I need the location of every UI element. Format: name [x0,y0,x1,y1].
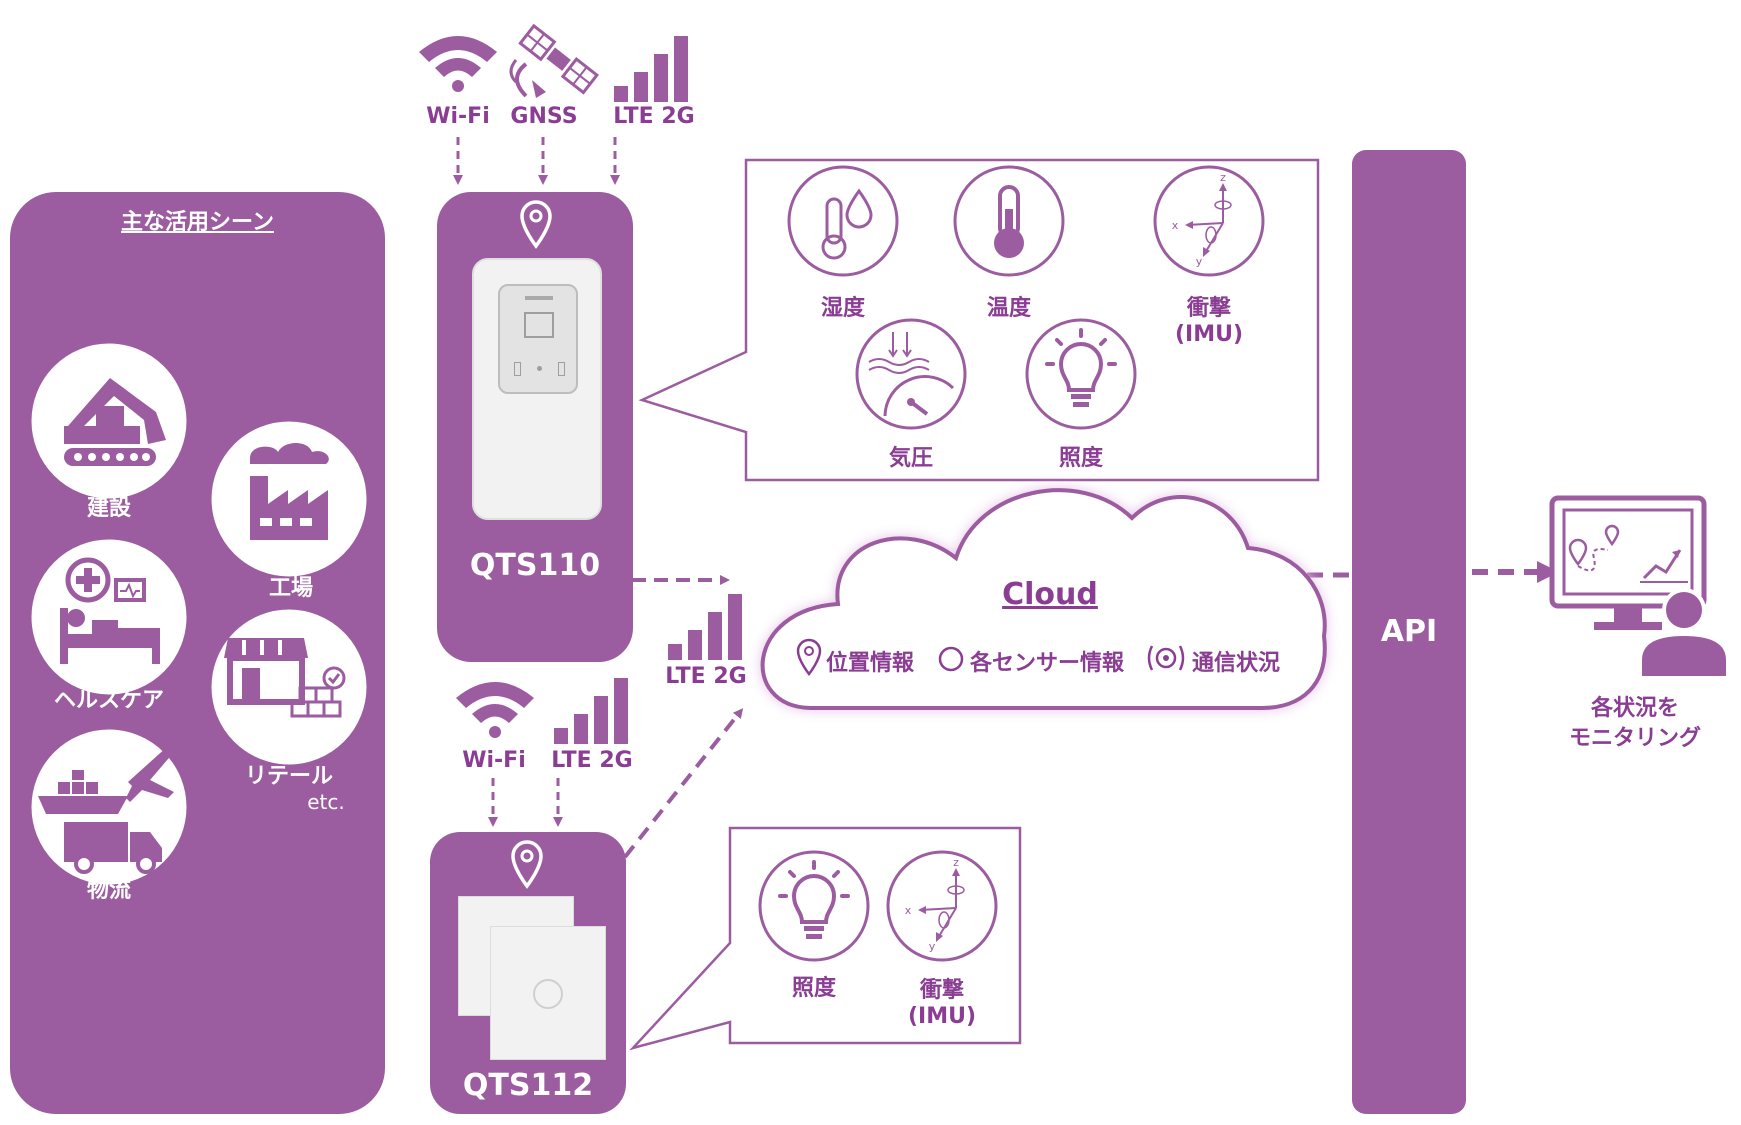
cloud-location-text: 位置情報 [826,651,915,676]
scene-construction-label: 建設 [86,496,131,521]
svg-text:x: x [905,904,912,917]
qts112-shock-sub-label: (IMU) [907,1004,977,1029]
location-pin-icon [520,200,552,249]
svg-text:z: z [953,856,959,869]
usage-scenes-title: 主な活用シーン [121,210,274,235]
barometer-icon [855,318,967,430]
monitor-text-line1: 各状況を [1590,696,1679,721]
qts112-wifi-icon [456,682,534,738]
qts110-pressure-label: 気圧 [888,446,933,471]
qts112-light-bulb-icon [758,850,870,962]
qts110-temperature-label: 温度 [986,296,1031,321]
qts110-wifi-label: Wi-Fi [426,104,490,129]
humidity-icon [787,165,899,277]
qts112-location-pin-icon [511,840,543,889]
cellular-signal-icon [614,36,688,102]
qts112-cellular-signal-icon [554,678,628,744]
logistics-icon [28,726,190,888]
qts110-shock-label: 衝撃 [1186,296,1231,321]
scene-factory-label: 工場 [268,576,313,601]
sensor-circle-icon [938,646,964,672]
qts110-device-module [498,284,578,394]
monitoring-icon [1549,495,1730,680]
retail-icon [208,606,370,768]
location-icon [796,638,822,677]
monitor-text-line2: モニタリング [1568,726,1701,751]
qts112-imu-icon: z x y [886,850,998,962]
qts110-light-label: 照度 [1058,446,1103,471]
qts110-lte-label: LTE 2G [613,104,695,129]
healthcare-icon [28,536,190,698]
satellite-icon [509,23,600,98]
qts110-humidity-label: 湿度 [820,296,865,321]
qts112-light-label: 照度 [791,976,836,1001]
svg-text:x: x [1172,219,1179,232]
scene-retail-label: リテール [244,764,333,789]
qts112-wifi-label: Wi-Fi [462,748,526,773]
gear-signal-icon [1147,645,1185,671]
api-label: API [1380,614,1438,649]
svg-text:z: z [1220,171,1226,184]
qts112-device-front [490,926,606,1060]
qts110-shock-sub-label: (IMU) [1174,322,1244,347]
qts110-gnss-label: GNSS [510,104,578,129]
qts110-device [472,258,602,520]
qts112-lte-label: LTE 2G [551,748,633,773]
api-bar: API [1352,150,1466,1114]
svg-text:y: y [929,940,936,953]
link-lte-label: LTE 2G [665,664,747,689]
scene-logistics-label: 物流 [86,878,131,903]
qts112-to-cloud-arrow [623,708,744,859]
thermometer-icon [953,165,1065,277]
wifi-icon [419,36,497,92]
factory-icon [208,418,370,580]
cloud-title: Cloud [1002,577,1098,612]
imu-icon: z x y [1153,165,1265,277]
qts112-shock-label: 衝撃 [919,978,964,1003]
link-cellular-signal-icon [668,594,742,660]
scene-etc-label: etc. [307,790,345,814]
construction-icon [28,340,190,502]
svg-text:y: y [1196,255,1203,268]
qts112-name: QTS112 [462,1068,594,1103]
qts110-name: QTS110 [469,548,601,583]
scene-healthcare-label: ヘルスケア [53,688,164,713]
light-bulb-icon [1025,318,1137,430]
cloud-sensors-text: 各センサー情報 [970,651,1125,676]
cloud-shape [760,488,1327,710]
cloud-comm-text: 通信状況 [1192,651,1281,676]
